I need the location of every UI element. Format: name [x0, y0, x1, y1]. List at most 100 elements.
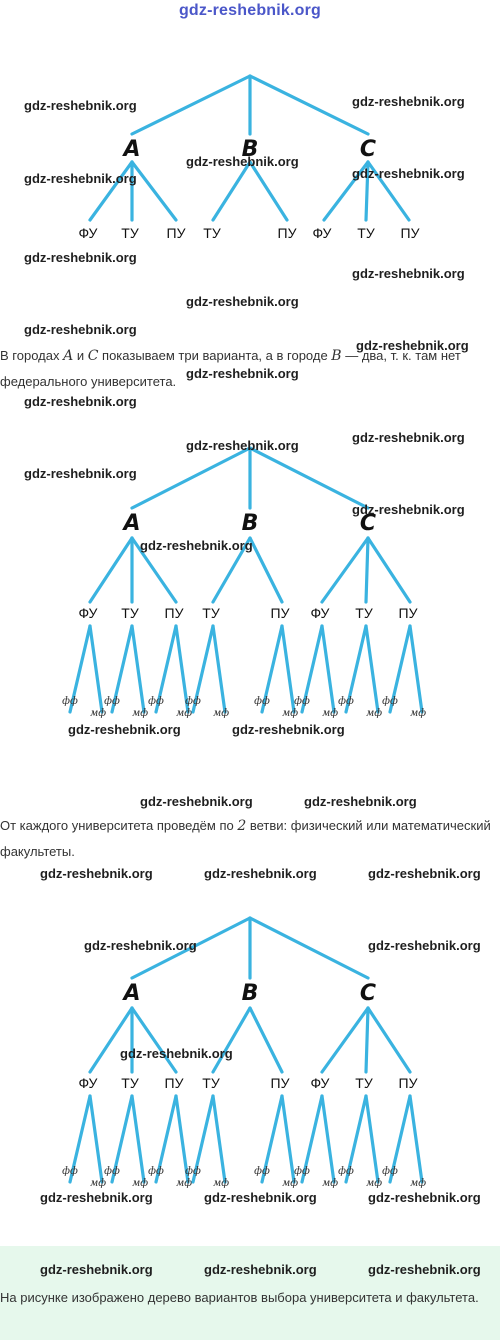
branch-b-tu [211, 160, 252, 222]
paragraph-cities-text-1: В городах [0, 348, 64, 363]
tree2-fac-branch-ff-c1 [344, 624, 368, 714]
watermark-text: gdz-reshebnik.org [24, 322, 137, 337]
tree2-fac-ff-a0: фф [62, 696, 78, 707]
branch-c-fu [322, 160, 370, 222]
watermark-text: gdz-reshebnik.org [40, 1262, 153, 1277]
watermark-text: gdz-reshebnik.org [186, 154, 299, 169]
header-watermark: gdz-reshebnik.org [178, 2, 322, 19]
tree3-fac-branch-mf-b1 [280, 1094, 296, 1184]
tree3-uni-a-0: ФУ [79, 1075, 98, 1091]
tree3-fac-branch-ff-a1 [110, 1094, 134, 1184]
branch-root-a [130, 74, 252, 136]
tree2-city-a-label: A [121, 511, 140, 536]
paragraph-faculties: От каждого университета проведём по 2 ве… [0, 813, 500, 865]
city-b-label: B [242, 137, 259, 162]
tree2-fac-mf-c1: мф [366, 708, 382, 719]
branch-a-pu [130, 160, 178, 222]
tree2-fac-ff-c0: фф [294, 696, 310, 707]
tree2-fac-mf-b1: мф [282, 708, 298, 719]
uni-c-tu: ТУ [357, 225, 375, 241]
branch-c-tu [364, 160, 370, 222]
tree2-uni-a-1: ТУ [121, 605, 139, 621]
watermark-text: gdz-reshebnik.org [232, 722, 345, 737]
tree3-fac-ff-b1: фф [254, 1166, 270, 1177]
watermark-text: gdz-reshebnik.org [186, 294, 299, 309]
watermark-text: gdz-reshebnik.org [368, 938, 481, 953]
watermark-text: gdz-reshebnik.org [68, 722, 181, 737]
branch-b-pu [248, 160, 289, 222]
tree3-fac-ff-c2: фф [382, 1166, 398, 1177]
tree3-uni-c-1: ТУ [355, 1075, 373, 1091]
watermark-text: gdz-reshebnik.org [368, 1262, 481, 1277]
tree3-fac-mf-b0: мф [213, 1178, 229, 1189]
watermark-text: gdz-reshebnik.org [24, 98, 137, 113]
tree3-fac-branch-mf-b0 [211, 1094, 227, 1184]
watermark-text: gdz-reshebnik.org [40, 866, 153, 881]
tree2-fac-branch-ff-b1 [260, 624, 284, 714]
tree3-fac-ff-c0: фф [294, 1166, 310, 1177]
tree3-fac-branch-mf-a2 [174, 1094, 190, 1184]
uni-b-pu: ПУ [278, 225, 297, 241]
tree2-fac-mf-a1: мф [132, 708, 148, 719]
tree2-fac-branch-ff-c0 [300, 624, 324, 714]
tree2-fac-mf-a2: мф [176, 708, 192, 719]
tree3-uni-c-0: ФУ [311, 1075, 330, 1091]
tree3-fac-branch-ff-c0 [300, 1094, 324, 1184]
tree3-fac-branch-mf-c0 [320, 1094, 336, 1184]
tree3-fac-mf-b1: мф [282, 1178, 298, 1189]
tree2-fac-branch-mf-a2 [174, 624, 190, 714]
tree3-fac-branch-ff-b0 [191, 1094, 215, 1184]
watermark-text: gdz-reshebnik.org [186, 366, 299, 381]
tree2-fac-mf-c2: мф [410, 708, 426, 719]
tree2-uni-c-0: ФУ [311, 605, 330, 621]
watermark-text: gdz-reshebnik.org [304, 794, 417, 809]
uni-a-fu: ФУ [79, 225, 98, 241]
tree3-fac-branch-mf-a1 [130, 1094, 146, 1184]
watermark-text: gdz-reshebnik.org [24, 394, 137, 409]
tree3-city-c-label: C [360, 981, 376, 1006]
tree2-uni-c-1: ТУ [355, 605, 373, 621]
tree3-branch-b-1 [248, 1006, 284, 1074]
city-a-label: A [121, 137, 140, 162]
tree3-uni-a-2: ПУ [165, 1075, 184, 1091]
tree3-fac-mf-a1: мф [132, 1178, 148, 1189]
tree2-city-c-label: C [360, 511, 376, 536]
watermark-text: gdz-reshebnik.org [40, 1190, 153, 1205]
watermark-text: gdz-reshebnik.org [368, 866, 481, 881]
watermark-text: gdz-reshebnik.org [356, 338, 469, 353]
tree2-branch-root-a [130, 446, 252, 510]
tree3-uni-a-1: ТУ [121, 1075, 139, 1091]
tree3-branch-c-2 [366, 1006, 412, 1074]
uni-a-pu: ПУ [167, 225, 186, 241]
tree2-branch-c-0 [320, 536, 370, 604]
paragraph-cities-text-4: — два, т. к. там нет федерального универ… [0, 348, 461, 389]
watermark-text: gdz-reshebnik.org [24, 171, 137, 186]
tree2-branch-c-2 [366, 536, 412, 604]
paragraph-cities-text-3: показываем три варианта, а в городе [98, 348, 332, 363]
watermark-text: gdz-reshebnik.org [24, 466, 137, 481]
watermark-text: gdz-reshebnik.org [352, 266, 465, 281]
tree2-uni-b-0: ТУ [202, 605, 220, 621]
tree2-uni-a-2: ПУ [165, 605, 184, 621]
city-var-c: C [87, 348, 99, 364]
tree3-fac-branch-mf-a0 [88, 1094, 104, 1184]
tree2-fac-branch-mf-c1 [364, 624, 380, 714]
tree3-uni-c-2: ПУ [399, 1075, 418, 1091]
tree2-branch-root-c [248, 446, 370, 510]
tree3-fac-mf-c1: мф [366, 1178, 382, 1189]
city-var-b: B [331, 348, 342, 364]
uni-c-fu: ФУ [313, 225, 332, 241]
tree2-fac-branch-mf-b0 [211, 624, 227, 714]
tree2-fac-mf-a0: мф [90, 708, 106, 719]
tree2-uni-a-0: ФУ [79, 605, 98, 621]
tree2-branch-c-1 [364, 536, 370, 604]
tree3-fac-branch-mf-c2 [408, 1094, 424, 1184]
tree2-branch-a-2 [130, 536, 178, 604]
tree3-branch-c-1 [364, 1006, 370, 1074]
branch-c-pu [366, 160, 411, 222]
branch-a-fu [88, 160, 134, 222]
tree3-fac-branch-ff-b1 [260, 1094, 284, 1184]
city-var-a: A [63, 348, 74, 364]
tree3-fac-branch-mf-c1 [364, 1094, 380, 1184]
tree2-branch-b-0 [211, 536, 252, 604]
